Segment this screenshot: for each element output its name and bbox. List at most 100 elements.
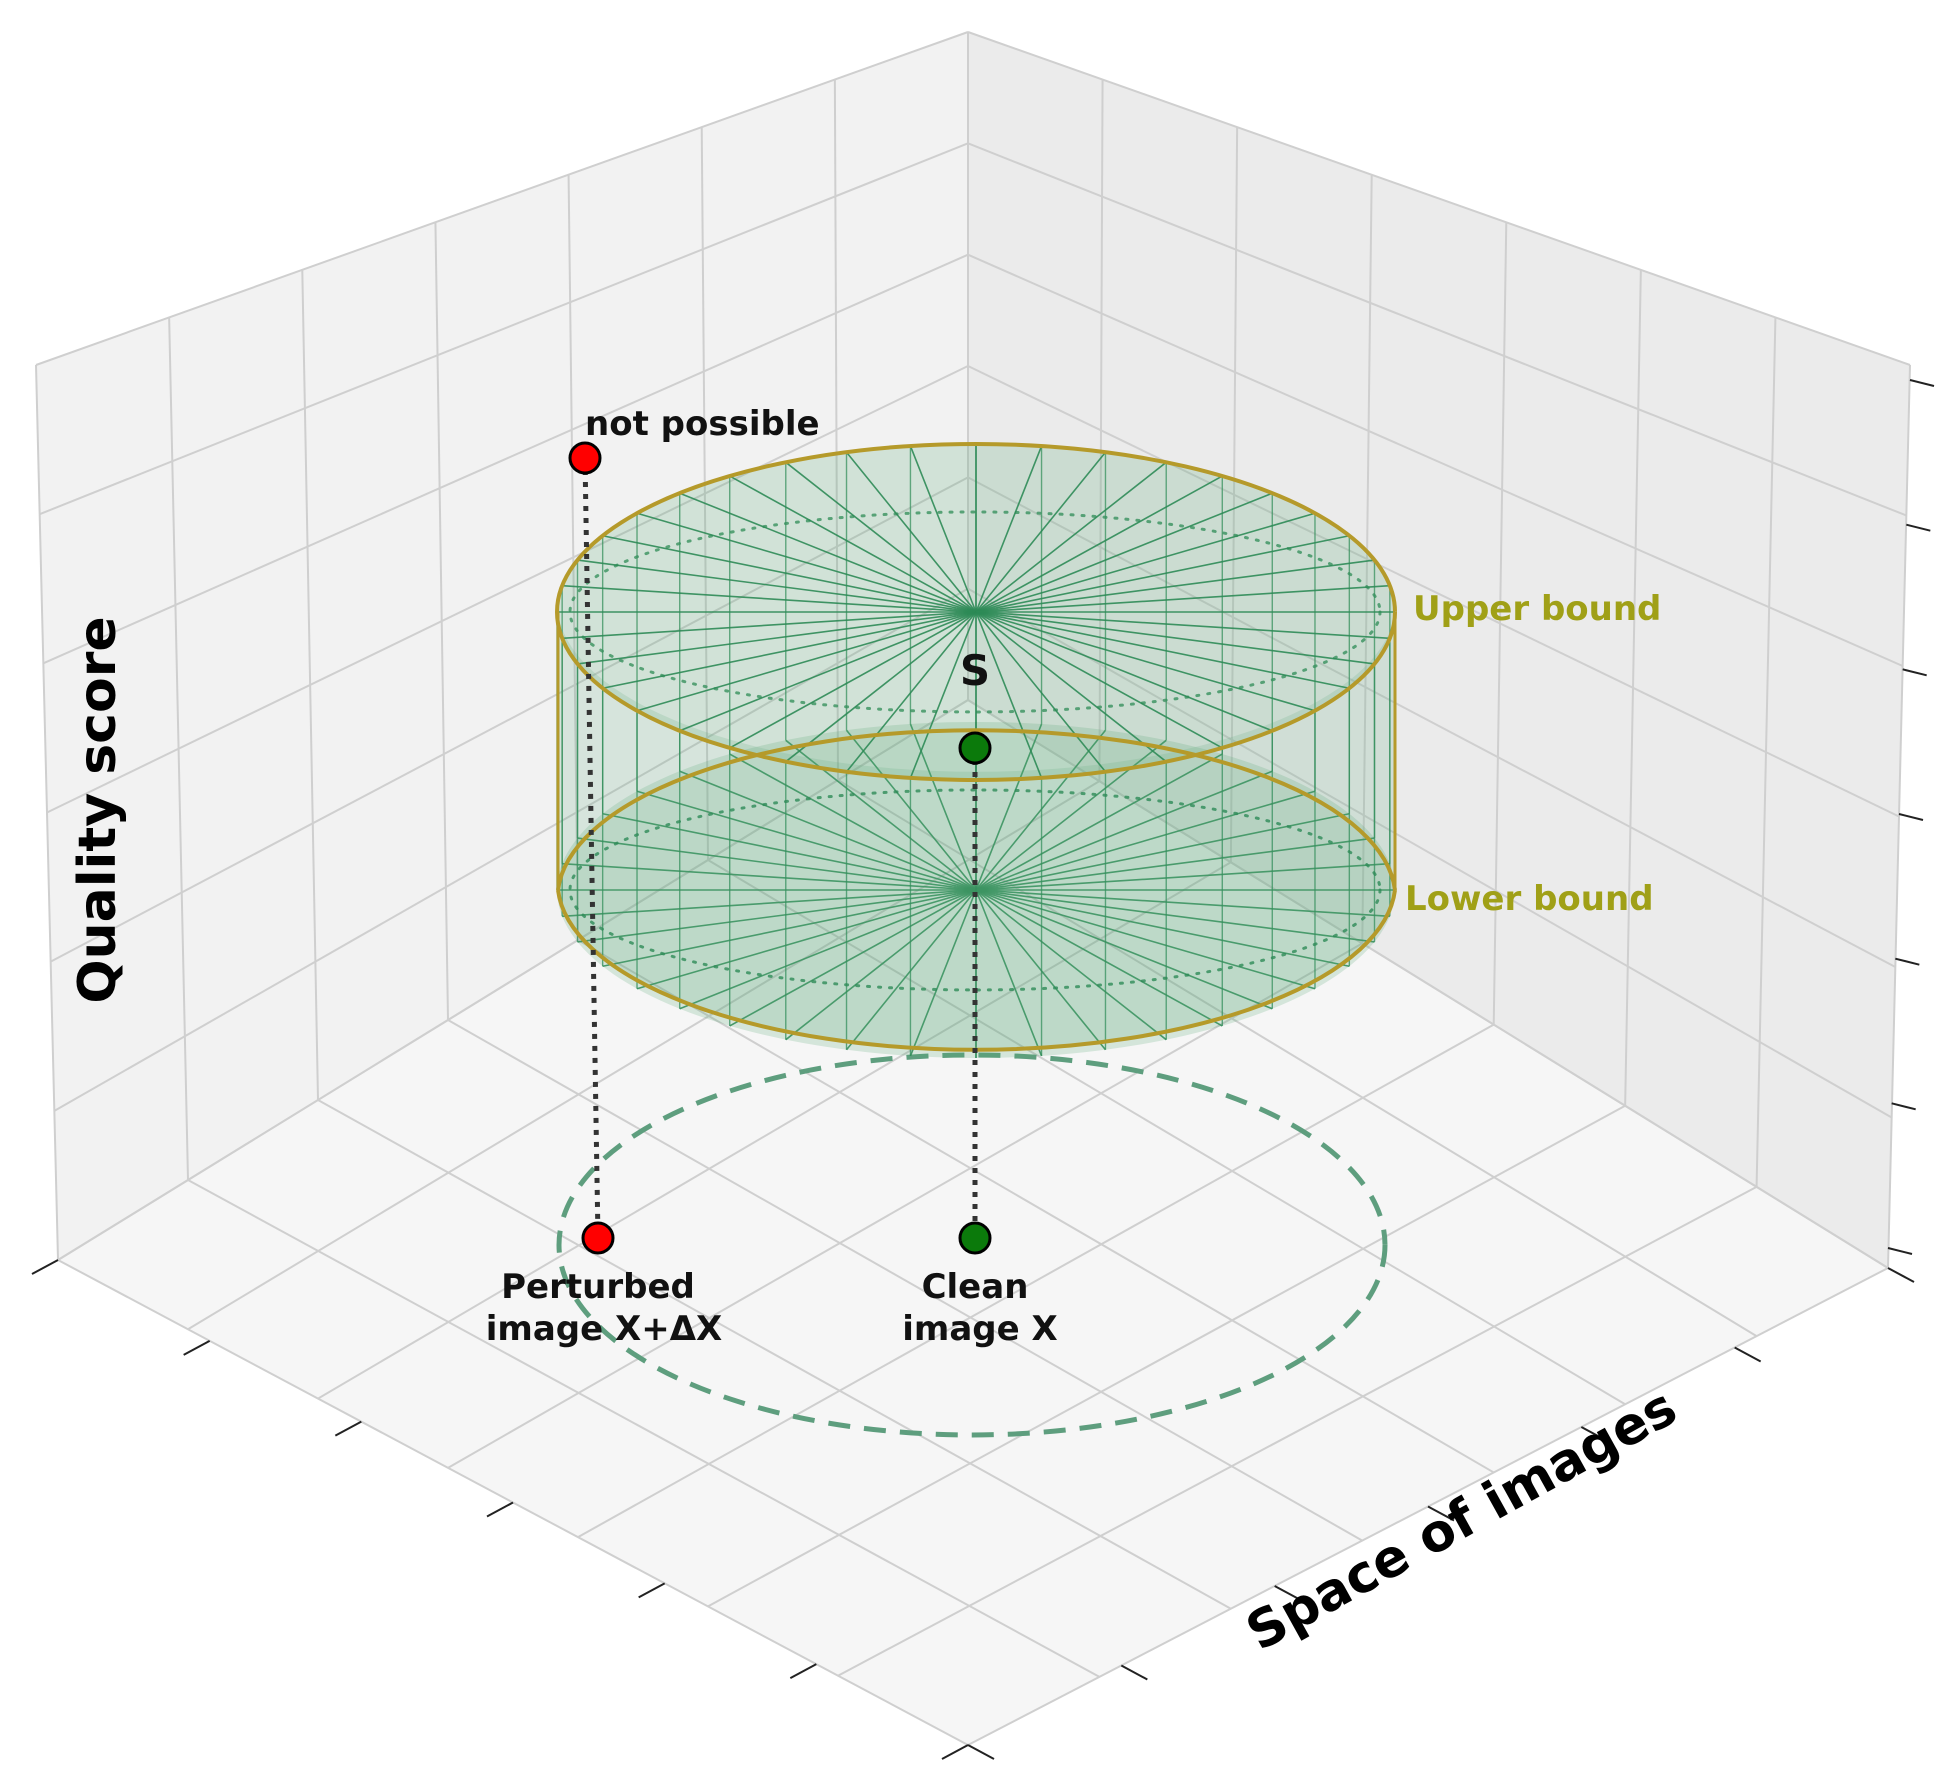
disk-spoke <box>975 739 1167 891</box>
perturbed-image-point <box>581 1221 615 1255</box>
disk-spoke <box>909 889 977 1057</box>
disk-spoke <box>975 889 1167 1041</box>
disk-spoke <box>975 534 1350 613</box>
axis-tick <box>941 1744 969 1760</box>
axis-tick <box>1898 813 1924 821</box>
disk-spoke <box>975 889 1350 968</box>
grid-line <box>577 1023 1495 1539</box>
axis-tick <box>334 1420 362 1437</box>
disk-spoke <box>975 889 1390 918</box>
disk-spoke <box>577 889 977 943</box>
grid-line <box>447 942 1363 1469</box>
disk-spoke <box>562 862 977 891</box>
disk-spoke <box>975 475 1223 613</box>
axis-tick <box>1895 957 1920 966</box>
grid-line <box>707 1104 1626 1608</box>
disk-spoke <box>975 889 1107 1051</box>
grid-line <box>39 142 969 516</box>
disk-spoke <box>845 611 977 773</box>
disk-spoke <box>602 611 977 690</box>
disk-spoke <box>975 611 1316 712</box>
clean-label-line2: image X <box>902 1309 1057 1349</box>
s-label: S <box>960 646 990 695</box>
disk-spoke <box>975 753 1223 891</box>
grid-line <box>837 779 1758 1337</box>
not-possible-point <box>568 441 602 475</box>
disk-spoke <box>975 611 1375 665</box>
grid-line <box>317 861 1232 1400</box>
clean-label-line1: Clean <box>922 1267 1029 1307</box>
disk-spoke <box>845 889 977 1051</box>
grid-line <box>967 253 1904 667</box>
disk-spoke <box>975 889 1223 1027</box>
axis-tick <box>1902 668 1927 677</box>
score-s-point <box>958 731 992 765</box>
not-possible-label: not possible <box>585 404 820 444</box>
lower-bound-label: Lower bound <box>1405 879 1654 919</box>
axis-tick <box>1734 1346 1762 1363</box>
disk-spoke <box>975 790 1316 891</box>
disk-spoke <box>602 534 977 613</box>
disk-spoke <box>562 889 977 918</box>
axis-tick <box>1891 1102 1916 1111</box>
disk-spoke <box>562 611 977 640</box>
disk-spoke <box>602 812 977 891</box>
disk-spoke <box>975 451 1107 613</box>
disk-spoke <box>975 889 1375 943</box>
disk-spoke <box>975 559 1375 613</box>
axis-tick <box>1120 1664 1148 1681</box>
disk-spoke <box>975 611 1167 763</box>
axis-tick <box>1580 1426 1608 1442</box>
disk-spoke <box>785 461 977 613</box>
disk-spoke <box>975 889 1316 990</box>
perturbed-connector-line <box>582 457 601 1239</box>
disk-spoke <box>975 837 1375 891</box>
axis-tick <box>1887 1247 1913 1255</box>
disk-spoke <box>975 862 1390 891</box>
right-pane <box>968 32 1910 1268</box>
grid-line <box>967 31 1911 366</box>
axis-tick <box>967 1744 995 1760</box>
grid-line <box>46 365 969 814</box>
grid-line <box>447 1019 1363 1542</box>
upper-disk-spokes <box>557 444 1395 780</box>
perturbed-label-line1: Perturbed <box>501 1267 695 1307</box>
grid-line <box>57 699 969 1261</box>
disk-spoke <box>975 611 1223 749</box>
disk-spoke <box>729 889 977 1027</box>
axis-tick <box>486 1501 514 1518</box>
axis-tick <box>1909 379 1935 387</box>
disk-spoke <box>975 611 1390 640</box>
inner-dotted-ring-lower <box>568 788 1382 992</box>
grid-line <box>577 939 1495 1474</box>
disk-spoke <box>729 611 977 749</box>
axis-tick <box>31 1259 59 1275</box>
grid-line <box>967 476 1896 968</box>
grid-line <box>837 1185 1758 1677</box>
disk-spoke <box>845 451 977 613</box>
disk-spoke <box>975 729 1107 891</box>
grid-line <box>317 1099 1232 1610</box>
disk-spoke <box>577 559 977 613</box>
disk-spoke <box>975 445 1043 613</box>
cylinder-wall <box>558 612 1395 1050</box>
disk-spoke <box>785 611 977 763</box>
disk-spoke <box>975 461 1167 613</box>
upper-bound-label: Upper bound <box>1413 589 1661 629</box>
floor-projection-circle <box>556 1052 1388 1438</box>
grid-line <box>187 1179 1100 1678</box>
axis-tick <box>1887 1267 1915 1283</box>
disk-spoke <box>636 611 977 712</box>
perturbed-label-line2: image X+ΔX <box>486 1309 723 1349</box>
grid-line <box>50 476 969 963</box>
disk-spoke <box>729 475 977 613</box>
axis-tick <box>1274 1585 1302 1601</box>
grid-line <box>967 587 1893 1119</box>
disk-spoke <box>679 611 977 732</box>
disk-spoke <box>845 729 977 891</box>
axis-tick <box>1906 523 1931 532</box>
axis-tick <box>183 1339 211 1356</box>
clean-image-point <box>958 1221 992 1255</box>
z-axis-label: Quality score <box>68 616 128 1003</box>
disk-spoke <box>562 584 977 613</box>
